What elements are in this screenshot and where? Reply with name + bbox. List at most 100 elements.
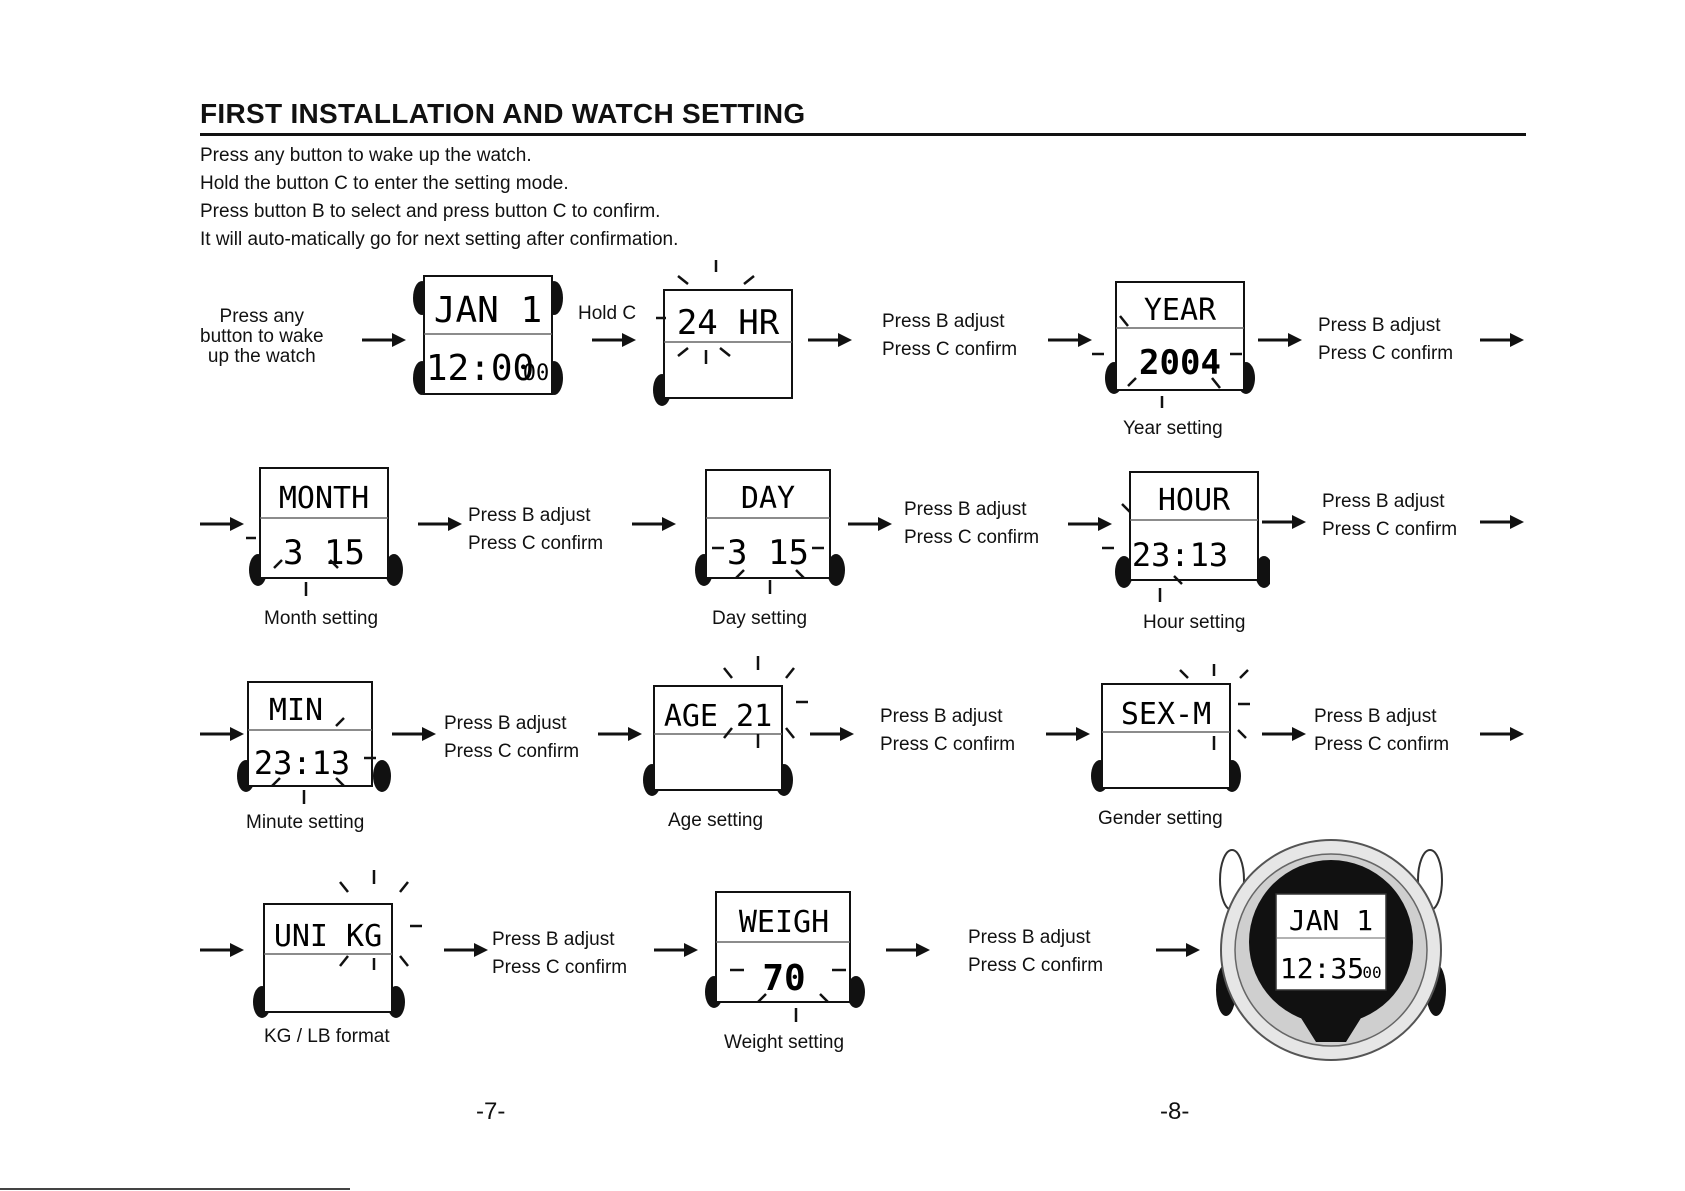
watch-display-weight: WEIGH 70 [705, 891, 865, 1022]
caption-hour: Hour setting [1143, 612, 1246, 633]
intro-line: Press button B to select and press butto… [200, 201, 661, 222]
blink-marks-icon [246, 536, 339, 596]
arrow-icon [392, 727, 436, 741]
arrow-icon [632, 517, 676, 531]
lcd-top-text: HOUR [1158, 483, 1231, 518]
arrow-icon [810, 727, 854, 741]
arrow-icon [1480, 333, 1524, 347]
blink-marks-icon [1092, 315, 1242, 408]
intro-line: Press any button to wake up the watch. [200, 145, 532, 166]
watch-display-age: AGE 21 [643, 656, 808, 796]
lcd-top-text: WEIGH [739, 905, 829, 940]
caption-age: Age setting [668, 810, 764, 831]
caption-day: Day setting [712, 608, 808, 629]
arrow-icon [886, 943, 930, 957]
intro-line: It will auto-matically go for next setti… [200, 229, 679, 250]
watch-display-year: YEAR 2004 [1092, 281, 1255, 408]
lcd-seconds-text: 00 [523, 361, 550, 386]
lcd-top-text: UNI KG [274, 919, 382, 954]
arrow-icon [444, 943, 488, 957]
lcd-bottom-text: 12:35 [1280, 952, 1364, 985]
arrow-icon [200, 943, 244, 957]
arrow-icon [1068, 517, 1112, 531]
lcd-bottom-text: 23:13 [254, 744, 350, 782]
lcd-top-text: YEAR [1144, 293, 1217, 328]
lcd-top-text: SEX-M [1121, 697, 1211, 732]
watch-display-24hr: 24 HR [653, 260, 793, 406]
blink-marks-icon [656, 260, 755, 364]
arrow-icon [1258, 333, 1302, 347]
watch-display-month: MONTH 3 15 [246, 467, 403, 596]
arrow-icon [1480, 515, 1524, 529]
arrow-icon [200, 727, 244, 741]
lcd-top-text: AGE 21 [664, 699, 772, 734]
arrow-icon [418, 517, 462, 531]
lcd-top-text: JAN 1 [434, 290, 542, 331]
arrow-icon [1156, 943, 1200, 957]
watch-display-start: JAN 1 12:00 00 [413, 275, 563, 395]
caption-unit: KG / LB format [264, 1026, 390, 1047]
lcd-bottom-text: 70 [762, 958, 805, 999]
blink-marks-icon [730, 968, 846, 1022]
arrow-icon [1048, 333, 1092, 347]
lcd-seconds-text: 00 [1362, 963, 1381, 982]
arrow-icon [362, 333, 406, 347]
watch-display-day: DAY 3 15 [695, 469, 845, 594]
watch-display-unit: UNI KG [253, 870, 422, 1018]
lcd-bottom-text: 2004 [1139, 343, 1221, 383]
page-number-left: -7- [476, 1098, 506, 1125]
lcd-bottom-text: 3 15 [283, 533, 365, 573]
lcd-bottom-text: 3 15 [727, 533, 809, 573]
watch-display-gender: SEX-M [1091, 664, 1250, 792]
page-title: FIRST INSTALLATION AND WATCH SETTING [200, 98, 806, 129]
blink-marks-icon [1102, 503, 1183, 602]
title-rule [200, 133, 1526, 136]
watch-display-hour: HOUR 23:13 [1102, 471, 1270, 602]
blink-marks-icon [339, 870, 422, 970]
arrow-icon [1262, 515, 1306, 529]
arrow-icon [848, 517, 892, 531]
lcd-top-text: MIN [269, 693, 323, 728]
caption-year: Year setting [1123, 418, 1223, 439]
page-number-right: -8- [1160, 1098, 1190, 1125]
lcd-bottom-text: 12:00 [426, 348, 534, 389]
arrow-icon [200, 517, 244, 531]
arrow-icon [592, 333, 636, 347]
arrow-icon [1046, 727, 1090, 741]
lcd-top-text: MONTH [279, 481, 369, 516]
lcd-bottom-text: 23:13 [1132, 536, 1228, 574]
blink-marks-icon [723, 656, 808, 748]
arrow-icon [1262, 727, 1306, 741]
watch-illustration-final: JAN 1 12:35 00 [1216, 839, 1446, 1061]
bottom-rule [0, 1188, 350, 1190]
blink-marks-icon [712, 546, 824, 594]
arrow-icon [808, 333, 852, 347]
arrow-icon [1480, 727, 1524, 741]
wake-instruction: Press any button to wake up the watch [200, 306, 324, 367]
caption-gender: Gender setting [1098, 808, 1223, 829]
hold-c-label: Hold C [578, 303, 637, 324]
caption-month: Month setting [264, 608, 379, 629]
caption-weight: Weight setting [724, 1032, 845, 1053]
watch-display-minute: MIN 23:13 [237, 681, 391, 804]
intro-line: Hold the button C to enter the setting m… [200, 173, 569, 194]
arrow-icon [598, 727, 642, 741]
lcd-top-text: DAY [741, 481, 795, 516]
lcd-top-text: 24 HR [677, 303, 780, 343]
lcd-top-text: JAN 1 [1289, 904, 1373, 937]
caption-minute: Minute setting [246, 812, 365, 833]
arrow-icon [654, 943, 698, 957]
intro-text: Press any button to wake up the watch. H… [200, 142, 678, 254]
blink-marks-icon [271, 717, 376, 804]
blink-marks-icon [1179, 664, 1250, 750]
